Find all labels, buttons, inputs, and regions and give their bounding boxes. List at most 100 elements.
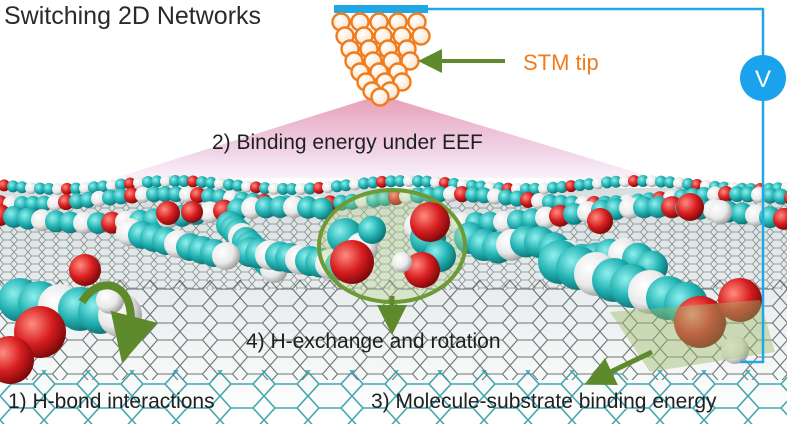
oxygen-atom — [718, 186, 734, 203]
hydrogen-atom — [133, 176, 145, 189]
carbon-atom — [385, 175, 397, 188]
hydrogen-atom — [96, 286, 124, 314]
hydrogen-atom — [708, 200, 732, 224]
carbon-atom — [16, 181, 28, 194]
carbon-atom — [142, 175, 154, 188]
oxygen-atom — [410, 202, 450, 242]
hydrogen-atom — [268, 182, 280, 195]
oxygen-atom — [156, 201, 180, 225]
hydrogen-atom — [392, 252, 412, 272]
carbon-atom — [358, 216, 386, 244]
carbon-atom — [115, 178, 127, 191]
carbon-atom — [773, 188, 787, 205]
carbon-atom — [655, 175, 667, 188]
hydrogen-atom — [52, 182, 64, 195]
hydrogen-atom — [79, 181, 91, 194]
carbon-atom — [529, 182, 541, 195]
substrate-binding-arrow — [584, 349, 654, 386]
hydrogen-atom — [403, 175, 415, 188]
carbon-atom — [367, 176, 379, 189]
h-exchange-label: 4) H-exchange and rotation — [246, 330, 501, 353]
oxygen-atom — [187, 175, 199, 188]
carbon-atom — [259, 182, 271, 195]
circuit-wire — [428, 7, 765, 55]
carbon-atom — [70, 182, 82, 195]
oxygen-atom — [313, 181, 325, 194]
oxygen-atom — [181, 201, 203, 223]
hydrogen-atom — [721, 336, 749, 364]
h-bond-label: 1) H-bond interactions — [8, 390, 215, 413]
carbon-atom — [304, 182, 316, 195]
hydrogen-atom — [295, 182, 307, 195]
h-bond-arrow — [78, 281, 158, 364]
carbon-atom — [97, 180, 109, 193]
molecule-substrate-label: 3) Molecule-substrate binding energy — [371, 390, 717, 413]
carbon-atom — [196, 176, 208, 189]
oxygen-atom — [376, 175, 388, 188]
oxygen-atom — [784, 191, 787, 205]
voltage-label: V — [755, 66, 771, 93]
carbon-atom — [664, 176, 676, 189]
carbon-atom — [43, 182, 55, 195]
h-exchange-pair — [327, 202, 456, 288]
stm-tip-label: STM tip — [523, 50, 599, 75]
oxygen-atom — [674, 296, 726, 348]
carbon-atom — [151, 175, 163, 188]
binding-energy-label: 2) Binding energy under EEF — [212, 131, 483, 154]
hydrogen-atom — [673, 177, 685, 190]
carbon-atom — [574, 179, 586, 192]
oxygen-atom — [718, 278, 762, 322]
carbon-atom — [223, 178, 235, 191]
figure-title: Switching 2D Networks — [4, 2, 261, 30]
oxygen-atom — [773, 207, 787, 230]
hydrogen-atom — [25, 181, 37, 194]
oxygen-atom — [330, 240, 374, 284]
carbon-atom — [157, 186, 173, 203]
hydrogen-atom — [160, 175, 172, 188]
hydrogen-atom — [619, 175, 631, 188]
carbon-atom — [421, 175, 433, 188]
molecular-network — [0, 175, 787, 384]
oxygen-atom — [69, 254, 101, 286]
carbon-atom — [601, 176, 613, 189]
carbon-atom — [556, 180, 568, 193]
carbon-atom — [7, 180, 19, 193]
oxygen-atom — [628, 175, 640, 188]
carbon-atom — [88, 181, 100, 194]
hydrogen-atom — [214, 177, 226, 190]
stm-holder-bar — [334, 5, 428, 13]
hydrogen-atom — [212, 242, 240, 270]
oxygen-atom — [439, 176, 451, 189]
circuit-wire-lower — [740, 101, 765, 364]
hydrogen-atom — [592, 177, 604, 190]
carbon-atom — [340, 179, 352, 192]
tip-atom — [370, 87, 390, 107]
carbon-atom — [432, 186, 448, 203]
electric-field-cone — [115, 95, 655, 178]
oxygen-atom — [587, 208, 613, 234]
voltage-source — [740, 55, 786, 101]
hydrogen-atom — [322, 181, 334, 194]
oxygen-atom — [565, 180, 577, 193]
carbon-atom — [232, 179, 244, 192]
oxygen-atom — [124, 177, 136, 190]
carbon-atom — [205, 176, 217, 189]
tip-atom — [411, 26, 431, 46]
hydrogen-atom — [538, 182, 550, 195]
carbon-atom — [412, 175, 424, 188]
carbon-atom — [682, 177, 694, 190]
carbon-atom — [358, 177, 370, 190]
carbon-atom — [610, 175, 622, 188]
carbon-atom — [637, 175, 649, 188]
carbon-atom — [34, 182, 46, 195]
carbon-atom — [178, 175, 190, 188]
carbon-atom — [331, 180, 343, 193]
hydrogen-atom — [241, 180, 253, 193]
carbon-atom — [583, 178, 595, 191]
oxygen-atom — [404, 252, 440, 288]
oxygen-atom — [61, 182, 73, 195]
oxygen-atom — [0, 336, 34, 384]
carbon-atom — [547, 181, 559, 194]
